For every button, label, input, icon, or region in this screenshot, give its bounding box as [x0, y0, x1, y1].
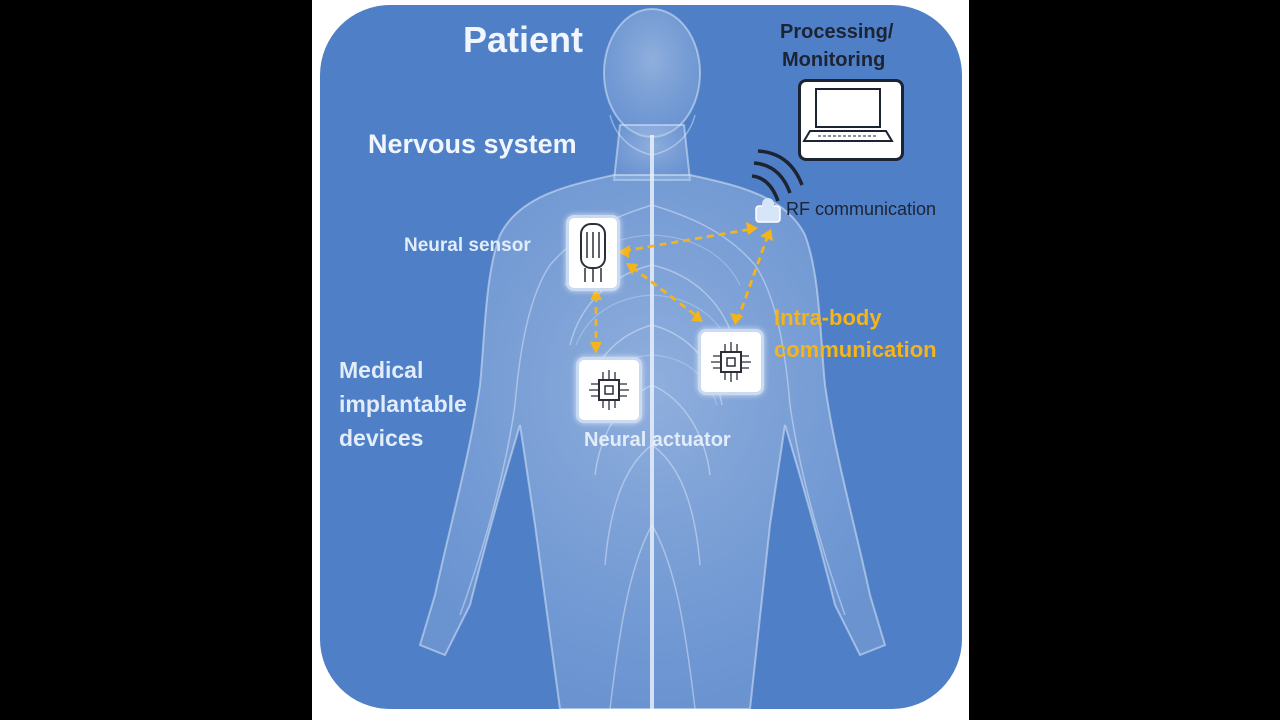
arrow-heads [590, 222, 773, 354]
laptop-icon [798, 79, 904, 161]
neural-sensor-label: Neural sensor [404, 235, 531, 256]
sensor-chip-icon [580, 223, 606, 282]
neural-actuator-label: Neural actuator [584, 429, 731, 451]
processor-chip-icon [711, 342, 751, 382]
diagram-panel: Patient Processing/ Monitoring Nervous s… [320, 5, 962, 709]
wireless-signal-icon [751, 149, 804, 202]
nervous-system-label: Nervous system [368, 129, 577, 159]
transceiver-icon [755, 198, 781, 223]
medical-devices-label-line3: devices [339, 425, 424, 451]
processor-chip-icon [589, 370, 629, 410]
intra-body-label-line2: communication [774, 337, 937, 362]
intra-body-label-line1: Intra-body [774, 305, 882, 330]
intra-body-links [594, 227, 770, 347]
processing-label: Processing/ [780, 21, 894, 43]
figure-frame: Patient Processing/ Monitoring Nervous s… [312, 0, 969, 720]
rf-communication-label: RF communication [786, 199, 937, 219]
medical-devices-label-line2: implantable [339, 391, 467, 417]
medical-devices-label-line1: Medical [339, 357, 424, 383]
page-title: Patient [463, 19, 584, 60]
neural-actuator-device-right [698, 329, 764, 395]
neural-sensor-device [566, 215, 620, 291]
monitoring-label: Monitoring [782, 49, 886, 71]
neural-actuator-device-left [576, 357, 642, 423]
